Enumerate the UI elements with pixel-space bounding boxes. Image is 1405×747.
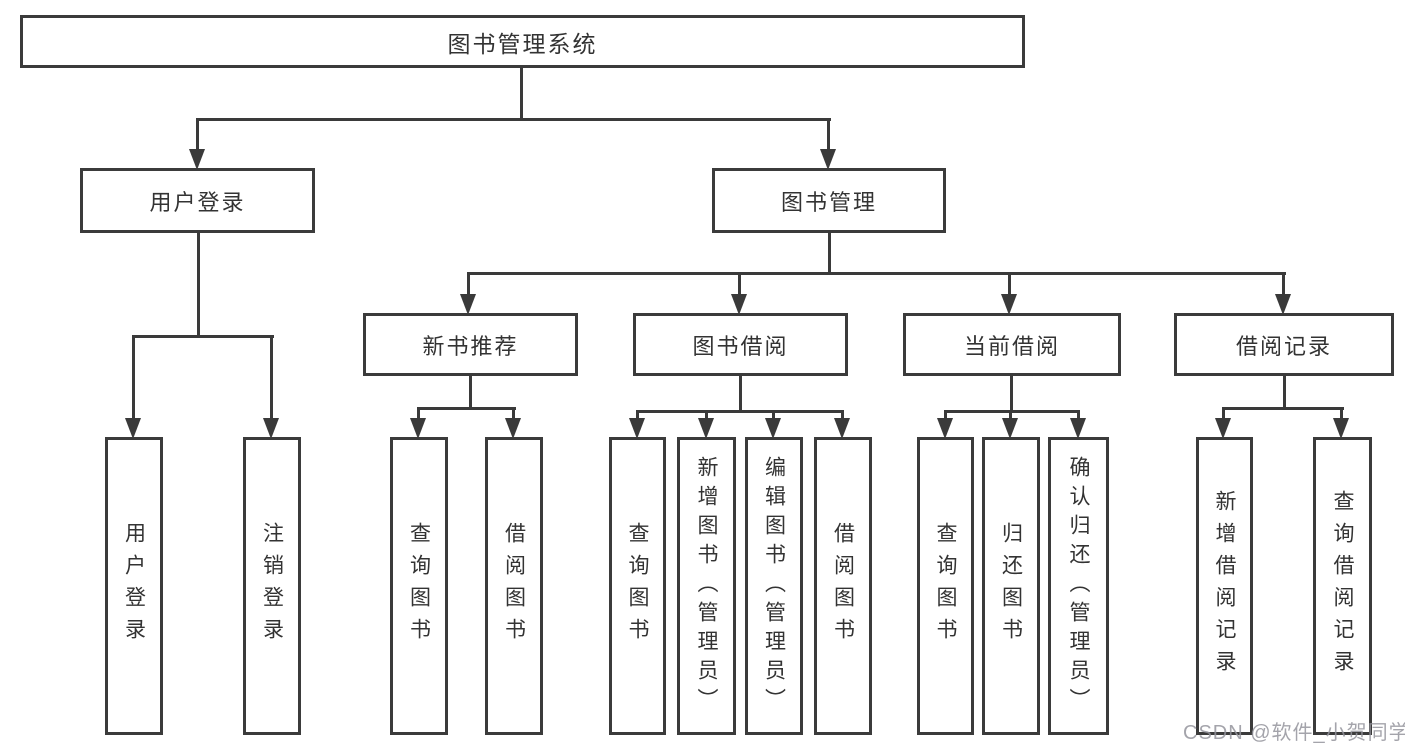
leaf-borrow-books-recommend: 借阅图书 (485, 437, 543, 735)
leaf-label: 查询图书 (407, 522, 431, 650)
leaf-label: 编辑图书（管理员） (762, 455, 786, 717)
arrow-down-icon (1002, 410, 1019, 439)
node-label: 图书借阅 (692, 333, 789, 359)
connector-new-book-stem (469, 374, 472, 408)
leaf-query-books-current: 查询图书 (917, 437, 974, 735)
node-user-login: 用户登录 (80, 168, 315, 233)
node-label: 当前借阅 (963, 333, 1060, 359)
node-book-borrowing: 图书借阅 (633, 313, 848, 376)
leaf-return-books: 归还图书 (982, 437, 1040, 735)
leaf-label: 查询图书 (934, 522, 957, 650)
leaf-query-books-borrowing: 查询图书 (609, 437, 666, 735)
leaf-label: 新增借阅记录 (1213, 490, 1236, 682)
leaf-label: 查询图书 (626, 522, 649, 650)
leaf-label: 新增图书（管理员） (695, 455, 718, 717)
leaf-label: 查询借阅记录 (1331, 490, 1354, 682)
leaf-label: 用户登录 (122, 522, 146, 650)
connector-records-bus (1223, 407, 1344, 410)
arrow-down-icon (937, 410, 954, 439)
node-label: 图书管理系统 (447, 30, 598, 57)
node-label: 图书管理 (780, 189, 877, 215)
node-borrowing-records: 借阅记录 (1174, 313, 1394, 376)
leaf-add-books-admin: 新增图书（管理员） (677, 437, 736, 735)
arrow-down-icon (1275, 272, 1292, 315)
connector-user-login-bus (133, 335, 274, 338)
csdn-watermark: CSDN @软件_小贺同学 (1183, 722, 1405, 744)
connector-records-stem (1283, 374, 1286, 408)
leaf-add-borrow-record: 新增借阅记录 (1196, 437, 1253, 735)
arrow-down-icon (765, 410, 782, 439)
node-book-management: 图书管理 (712, 168, 946, 233)
arrow-down-icon (263, 335, 280, 439)
arrow-down-icon (1001, 272, 1018, 315)
leaf-confirm-return-admin: 确认归还（管理员） (1048, 437, 1109, 735)
connector-root-stem (520, 66, 523, 119)
arrow-down-icon (1215, 407, 1232, 439)
leaf-label: 归还图书 (999, 522, 1023, 650)
node-library-management-system: 图书管理系统 (20, 15, 1025, 68)
arrow-down-icon (820, 118, 837, 170)
leaf-user-login: 用户登录 (105, 437, 163, 735)
leaf-label: 借阅图书 (831, 522, 855, 650)
node-label: 借阅记录 (1235, 333, 1332, 359)
leaf-query-books-recommend: 查询图书 (390, 437, 448, 735)
arrow-down-icon (460, 272, 477, 315)
connector-new-book-bus (418, 407, 516, 410)
connector-borrowing-bus (636, 410, 844, 413)
arrow-down-icon (1070, 410, 1087, 439)
arrow-down-icon (834, 410, 851, 439)
node-current-borrowing: 当前借阅 (903, 313, 1121, 376)
node-new-book-recommend: 新书推荐 (363, 313, 578, 376)
arrow-down-icon (629, 410, 646, 439)
arrow-down-icon (189, 118, 206, 170)
connector-level2-bus (197, 118, 831, 121)
leaf-query-borrow-record: 查询借阅记录 (1313, 437, 1372, 735)
connector-book-mgmt-stem (828, 231, 831, 274)
arrow-down-icon (698, 410, 715, 439)
arrow-down-icon (125, 335, 142, 439)
arrow-down-icon (731, 272, 748, 315)
leaf-label: 借阅图书 (502, 522, 526, 650)
node-label: 新书推荐 (422, 333, 519, 359)
leaf-edit-books-admin: 编辑图书（管理员） (745, 437, 803, 735)
connector-level3-bus (468, 272, 1286, 275)
arrow-down-icon (505, 407, 522, 439)
arrow-down-icon (410, 407, 427, 439)
connector-user-login-stem (197, 231, 200, 336)
leaf-logout: 注销登录 (243, 437, 301, 735)
leaf-label: 注销登录 (260, 522, 284, 650)
node-label: 用户登录 (149, 189, 246, 215)
connector-borrowing-stem (739, 374, 742, 411)
arrow-down-icon (1333, 407, 1350, 439)
leaf-label: 确认归还（管理员） (1067, 455, 1090, 717)
leaf-borrow-books: 借阅图书 (814, 437, 872, 735)
connector-current-stem (1010, 374, 1013, 411)
